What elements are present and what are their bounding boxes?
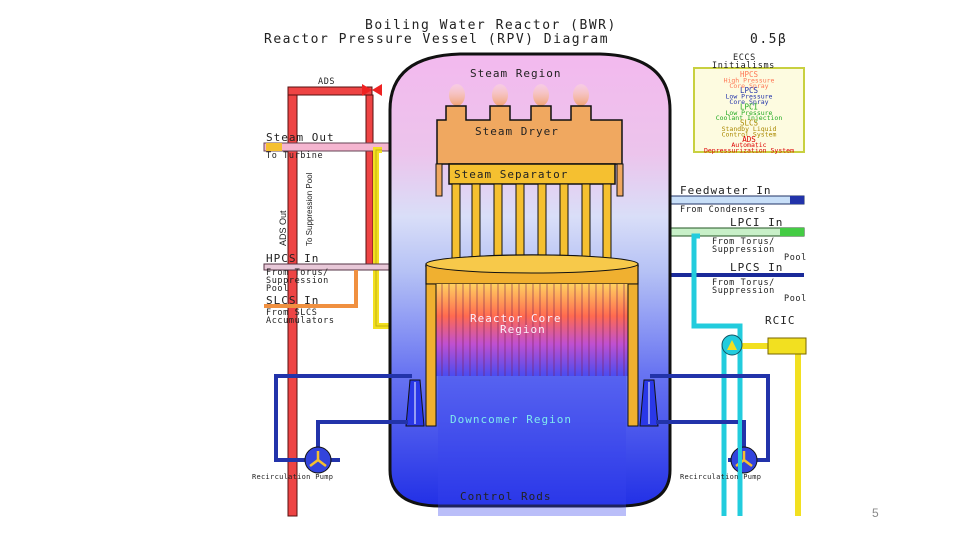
eccs-header-1: ECCS bbox=[733, 53, 756, 63]
eccs-item-ads-l2: Depressurization System bbox=[704, 147, 794, 155]
diagram-title-line2: Reactor Pressure Vessel (RPV) Diagram bbox=[264, 32, 609, 47]
eccs-item-lpcs-abbr: LPCS bbox=[740, 86, 759, 95]
eccs-item-slcs-l2: Control System bbox=[722, 130, 777, 138]
steam-puffs bbox=[449, 84, 589, 106]
steam-out-pipe bbox=[263, 142, 411, 152]
eccs-item-lpcs-l1: Low Pressure bbox=[726, 93, 773, 101]
ads-label: ADS bbox=[318, 77, 335, 87]
hpcs-sub-label-3: Pool bbox=[266, 284, 289, 294]
slide-number: 5 bbox=[872, 506, 879, 520]
diagram-version: 0.5β bbox=[750, 32, 787, 47]
recirc-pump-right-label: Recirculation Pump bbox=[680, 473, 761, 481]
core-shroud-left bbox=[425, 283, 437, 427]
lpcs-sub-label-2: Suppression bbox=[712, 286, 775, 296]
ads-riser-pipe bbox=[365, 94, 374, 271]
slcs-in-pipe bbox=[264, 270, 358, 308]
eccs-header-2: Initialisms bbox=[712, 61, 775, 71]
steam-dryer-label: Steam Dryer bbox=[475, 125, 559, 138]
eccs-item-lpci-l2: Coolant Injection bbox=[716, 114, 783, 122]
steam-separator-label: Steam Separator bbox=[454, 168, 568, 181]
steam-out-sub-label: To Turbine bbox=[266, 151, 323, 161]
lpci-in-label: LPCI In bbox=[730, 216, 783, 229]
eccs-item-hpcs-abbr: HPCS bbox=[740, 70, 759, 79]
eccs-item-hpcs-l1: High Pressure bbox=[724, 76, 775, 84]
jet-pump-right bbox=[639, 379, 659, 427]
slcs-pipe bbox=[373, 147, 398, 329]
reactor-core-label-2: Region bbox=[500, 323, 546, 336]
slcs-sub-label-1: From SLCS bbox=[266, 308, 317, 318]
rcic-label: RCIC bbox=[765, 314, 796, 327]
steam-separator bbox=[448, 163, 616, 185]
feedwater-in-pipe bbox=[659, 195, 805, 205]
ads-header-pipe bbox=[287, 86, 373, 96]
hpcs-in-label: HPCS In bbox=[266, 252, 319, 265]
eccs-item-hpcs-l2: Core Spray bbox=[729, 82, 768, 90]
diagram-title-line1: Boiling Water Reactor (BWR) bbox=[365, 18, 617, 33]
eccs-item-ads-abbr: ADS bbox=[742, 135, 756, 144]
hpcs-sub-label-1: From Torus/ bbox=[266, 268, 329, 278]
ads-out-label: ADS Out bbox=[278, 210, 288, 246]
eccs-item-lpci-abbr: LPCI bbox=[740, 102, 758, 111]
recirc-pump-left-label: Recirculation Pump bbox=[252, 473, 333, 481]
steam-region-label: Steam Region bbox=[470, 67, 561, 80]
jet-pump-left bbox=[405, 379, 425, 427]
to-suppression-pool-label: To Suppression Pool bbox=[305, 172, 314, 246]
steam-dryer bbox=[436, 105, 623, 165]
lpci-sub-label-2: Suppression bbox=[712, 245, 775, 255]
lpcs-sub-label-1: From Torus/ bbox=[712, 278, 775, 288]
separator-tubes bbox=[451, 183, 612, 261]
lpcs-in-label: LPCS In bbox=[730, 261, 783, 274]
lpci-sub-label-3: Pool bbox=[784, 253, 807, 263]
eccs-item-lpcs-l2: Core Spray bbox=[729, 98, 768, 106]
eccs-item-slcs-abbr: SLCS bbox=[740, 119, 759, 128]
ads-valve-icon bbox=[362, 84, 372, 96]
downcomer-region-label: Downcomer Region bbox=[450, 413, 572, 426]
eccs-item-slcs-l1: Standby Liquid bbox=[722, 125, 777, 133]
slcs-sub-label-2: Accumulators bbox=[266, 316, 335, 326]
steam-out-label: Steam Out bbox=[266, 131, 335, 144]
fuel-assemblies bbox=[441, 284, 625, 376]
eccs-item-ads-l1: Automatic bbox=[731, 141, 766, 149]
feedwater-sub-label: From Condensers bbox=[680, 205, 766, 215]
feedwater-in-label: Feedwater In bbox=[680, 184, 771, 197]
rcic-cyan-pipe bbox=[691, 233, 743, 516]
reactor-core-label-1: Reactor Core bbox=[470, 312, 561, 325]
lpcs-sub-label-3: Pool bbox=[784, 294, 807, 304]
control-rods-label: Control Rods bbox=[460, 490, 551, 503]
slcs-in-label: SLCS In bbox=[266, 294, 319, 307]
core-shroud-right bbox=[627, 283, 639, 427]
control-rods bbox=[441, 376, 625, 516]
hpcs-sub-label-2: Suppression bbox=[266, 276, 329, 286]
rcic-turbine bbox=[767, 337, 807, 355]
eccs-item-lpci-l1: Low Pressure bbox=[726, 109, 773, 117]
lpci-sub-label-1: From Torus/ bbox=[712, 237, 775, 247]
